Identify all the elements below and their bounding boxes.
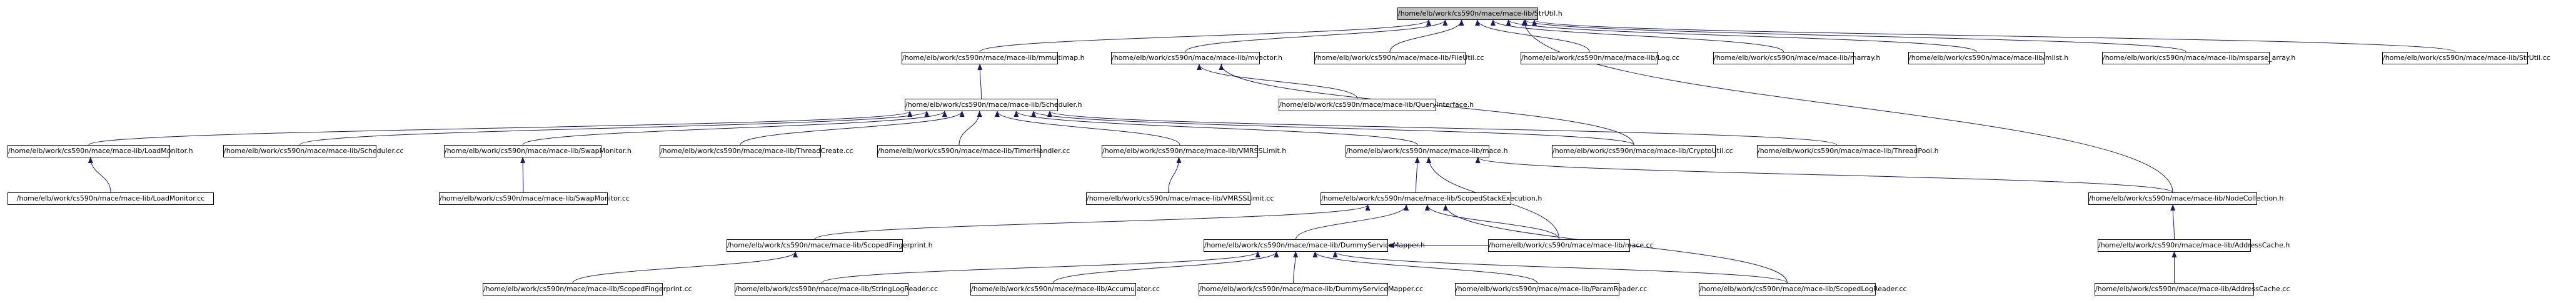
node-threadpool-h[interactable]: /home/elb/work/cs590n/mace/mace-lib/Thre…: [1757, 145, 1939, 157]
node-stringlogreader-cc[interactable]: /home/elb/work/cs590n/mace/mace-lib/Stri…: [735, 283, 938, 296]
edge-scopedfingerprint-h-to-scopedstackexecution-h: [814, 204, 1371, 240]
node-nodecollection-h[interactable]: /home/elb/work/cs590n/mace/mace-lib/Node…: [2088, 192, 2284, 205]
node-timerhandler-cc[interactable]: /home/elb/work/cs590n/mace/mace-lib/Time…: [877, 145, 1070, 157]
node-scheduler-h[interactable]: /home/elb/work/cs590n/mace/mace-lib/Sche…: [905, 99, 1082, 111]
edge-mace-cc-to-scopedstackexecution-h: [1424, 204, 1559, 240]
edge-vmrsslimit-cc-to-vmrsslimit-h: [1168, 157, 1182, 193]
node-scopedfingerprint-cc[interactable]: /home/elb/work/cs590n/mace/mace-lib/Scop…: [483, 283, 692, 296]
edge-loadmonitor-cc-to-loadmonitor-h: [88, 157, 111, 193]
edge-scheduler-cc-to-scheduler-h: [299, 111, 929, 146]
node-scopedlogreader-cc[interactable]: /home/elb/work/cs590n/mace/mace-lib/Scop…: [1699, 283, 1907, 296]
node-fileutil-cc[interactable]: /home/elb/work/cs590n/mace/mace-lib/File…: [1314, 52, 1484, 64]
node-mvector-h[interactable]: /home/elb/work/cs590n/mace/mace-lib/mvec…: [1111, 52, 1282, 64]
edge-addresscache-h-to-nodecollection-h: [2170, 204, 2176, 240]
edge-stringlogreader-cc-to-dummyservicemapper-h: [821, 251, 1260, 284]
node-paramreader-cc[interactable]: /home/elb/work/cs590n/mace/mace-lib/Para…: [1455, 283, 1647, 296]
node-dummyservicemapper-h[interactable]: /home/elb/work/cs590n/mace/mace-lib/Dumm…: [1204, 239, 1425, 252]
edge-timerhandler-cc-to-scheduler-h: [958, 111, 982, 146]
edge-paramreader-cc-to-dummyservicemapper-h: [1312, 251, 1537, 284]
node-vmrsslimit-cc[interactable]: /home/elb/work/cs590n/mace/mace-lib/VMRS…: [1086, 192, 1274, 205]
edge-swapmonitor-h-to-scheduler-h: [522, 111, 947, 146]
edge-queryinterface-h-to-mvector-h: [1197, 64, 1358, 99]
node-log-cc[interactable]: /home/elb/work/cs590n/mace/mace-lib/Log.…: [1521, 52, 1679, 64]
node-mlist-h[interactable]: /home/elb/work/cs590n/mace/mace-lib/mlis…: [1908, 52, 2068, 64]
node-dummyservicemapper-cc[interactable]: /home/elb/work/cs590n/mace/mace-lib/Dumm…: [1199, 283, 1423, 296]
node-accumulator-cc[interactable]: /home/elb/work/cs590n/mace/mace-lib/Accu…: [970, 283, 1160, 296]
node-scopedstackexecution-h[interactable]: /home/elb/work/cs590n/mace/mace-lib/Scop…: [1321, 192, 1542, 205]
edge-marray-h-to-strutil-h: [1491, 19, 1784, 52]
node-mace-cc[interactable]: /home/elb/work/cs590n/mace/mace-lib/mace…: [1488, 239, 1654, 252]
node-mace-h[interactable]: /home/elb/work/cs590n/mace/mace-lib/mace…: [1346, 145, 1508, 157]
node-addresscache-cc[interactable]: /home/elb/work/cs590n/mace/mace-lib/Addr…: [2095, 283, 2290, 296]
edge-loadmonitor-h-to-scheduler-h: [88, 111, 912, 146]
node-scopedfingerprint-h[interactable]: /home/elb/work/cs590n/mace/mace-lib/Scop…: [727, 239, 933, 252]
edge-threadpool-h-to-scheduler-h: [1047, 111, 1837, 146]
edge-scopedfingerprint-cc-to-scopedfingerprint-h: [572, 251, 798, 284]
edge-dummyservicemapper-h-to-scopedstackexecution-h: [1296, 204, 1409, 240]
node-loadmonitor-h[interactable]: /home/elb/work/cs590n/mace/mace-lib/Load…: [8, 145, 193, 157]
edge-accumulator-cc-to-dummyservicemapper-h: [1053, 251, 1279, 284]
edge-scopedstackexecution-h-to-mace-h: [1414, 157, 1420, 193]
edge-cryptoutil-cc-to-scheduler-h: [1031, 111, 1634, 146]
edge-mlist-h-to-strutil-h: [1506, 19, 1977, 52]
edge-mace-h-to-scheduler-h: [1014, 111, 1418, 146]
node-swapmonitor-h[interactable]: /home/elb/work/cs590n/mace/mace-lib/Swap…: [444, 145, 631, 157]
edge-nodecollection-h-to-strutil-h: [1521, 19, 2173, 193]
node-cryptoutil-cc[interactable]: /home/elb/work/cs590n/mace/mace-lib/Cryp…: [1552, 145, 1733, 157]
edge-scheduler-h-to-mmultimap-h: [977, 64, 983, 99]
node-addresscache-h[interactable]: /home/elb/work/cs590n/mace/mace-lib/Addr…: [2098, 239, 2290, 252]
edge-nodecollection-h-to-mace-h: [1476, 157, 2173, 193]
node-marray-h[interactable]: /home/elb/work/cs590n/mace/mace-lib/marr…: [1713, 52, 1880, 64]
node-queryinterface-h[interactable]: /home/elb/work/cs590n/mace/mace-lib/Quer…: [1279, 99, 1474, 111]
node-strutil-h[interactable]: /home/elb/work/cs590n/mace/mace-lib/StrU…: [1397, 7, 1562, 20]
edge-fileutil-cc-to-strutil-h: [1389, 19, 1464, 52]
edge-strutil-cc-to-strutil-h: [1532, 19, 2455, 52]
node-loadmonitor-cc[interactable]: /home/elb/work/cs590n/mace/mace-lib/Load…: [8, 192, 214, 205]
node-strutil-cc[interactable]: /home/elb/work/cs590n/mace/mace-lib/StrU…: [2382, 52, 2550, 64]
node-mmultimap-h[interactable]: /home/elb/work/cs590n/mace/mace-lib/mmul…: [902, 52, 1085, 64]
edge-threadcreate-cc-to-scheduler-h: [740, 111, 965, 146]
edge-vmrsslimit-h-to-scheduler-h: [994, 111, 1180, 146]
node-threadcreate-cc[interactable]: /home/elb/work/cs590n/mace/mace-lib/Thre…: [660, 145, 853, 157]
node-scheduler-cc[interactable]: /home/elb/work/cs590n/mace/mace-lib/Sche…: [223, 145, 404, 157]
node-vmrsslimit-h[interactable]: /home/elb/work/cs590n/mace/mace-lib/VMRS…: [1102, 145, 1286, 157]
node-swapmonitor-cc[interactable]: /home/elb/work/cs590n/mace/mace-lib/Swap…: [439, 192, 630, 205]
edge-mvector-h-to-strutil-h: [1185, 19, 1448, 52]
edge-log-cc-to-strutil-h: [1475, 19, 1590, 52]
edge-dummyservicemapper-cc-to-dummyservicemapper-h: [1293, 251, 1299, 284]
node-msparse-array-h[interactable]: /home/elb/work/cs590n/mace/mace-lib/mspa…: [2102, 52, 2295, 64]
edge-msparse-array-h-to-strutil-h: [1522, 19, 2186, 52]
edge-scopedlogreader-cc-to-dummyservicemapper-h: [1332, 251, 1788, 284]
edge-mmultimap-h-to-strutil-h: [979, 19, 1431, 52]
